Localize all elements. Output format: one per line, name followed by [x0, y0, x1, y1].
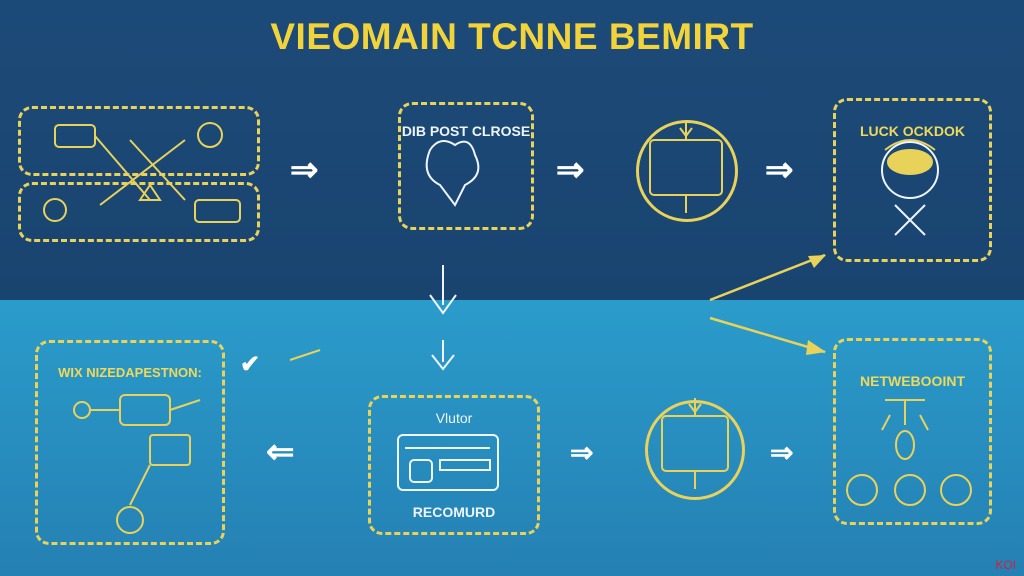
arrow-left-icon: ⇐ [266, 433, 295, 471]
arrow-right-icon: ⇒ [570, 437, 594, 468]
bottom-panel [0, 300, 1024, 576]
node-post-close: DIB POST CLROSE [398, 102, 534, 230]
arrow-right-icon: ⇒ [770, 437, 794, 468]
node-label: WIX NIZEDAPESTNON: [58, 365, 202, 380]
gateway-circle-top [636, 120, 738, 222]
gateway-circle-bottom [645, 400, 745, 500]
node-label: NETWEBOOINT [860, 373, 965, 389]
node-sublabel: RECOMURD [412, 504, 496, 520]
diagram-title: VIEOMAIN TCNNE BEMIRT [270, 16, 754, 57]
node-wix: WIX NIZEDAPESTNON: [35, 340, 225, 545]
node-vlutor: Vlutor RECOMURD [368, 395, 540, 535]
arrow-right-icon: ⇒ [290, 151, 319, 189]
node-label: Vlutor [435, 410, 473, 426]
arrow-right-icon: ⇒ [556, 151, 585, 189]
node-label: LUCK OCKDOK [860, 123, 965, 139]
node-label: DIB POST CLROSE [401, 123, 531, 139]
watermark: KOI [995, 558, 1016, 572]
arrow-right-icon: ⇒ [765, 151, 794, 189]
node-network: NETWEBOOINT [833, 338, 992, 525]
input-group-bottom [18, 182, 260, 242]
node-lock: LUCK OCKDOK [833, 98, 992, 262]
check-shield-icon: ✔ [240, 351, 261, 378]
input-group-top [18, 106, 260, 176]
